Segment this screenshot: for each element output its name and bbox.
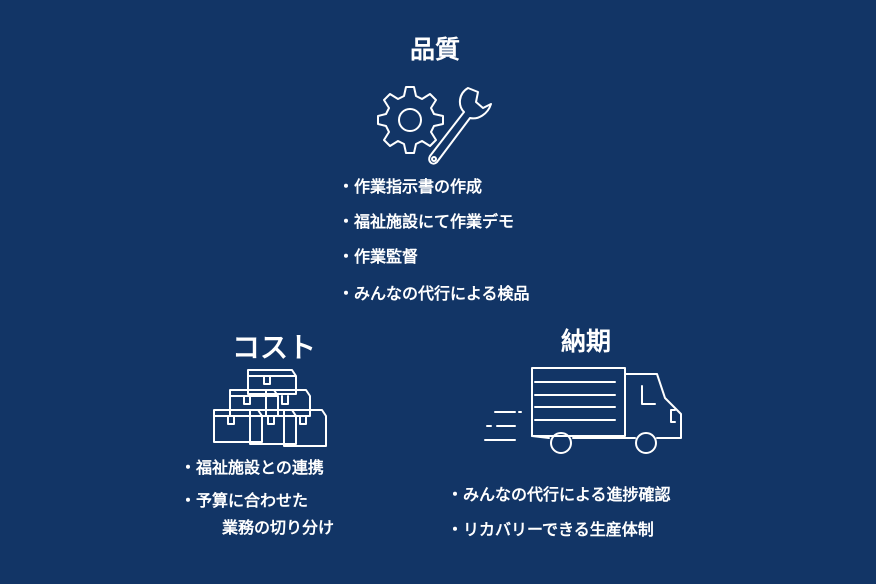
quality-item: ・作業監督 [338,247,419,266]
quality-item: ・福祉施設にて作業デモ [338,212,515,231]
gear-wrench-icon [377,86,492,165]
cost-item: ・福祉施設との連携 [180,458,324,477]
quality-item: ・みんなの代行による検品 [338,284,530,303]
delivery-title: 納期 [561,327,612,356]
quality-item: ・作業指示書の作成 [338,177,483,196]
cost-item: 業務の切り分け [222,518,335,537]
quality-title: 品質 [410,35,461,64]
delivery-item: ・リカバリーできる生産体制 [447,520,654,539]
cost-title: コスト [232,331,317,364]
cost-item: ・予算に合わせた [180,491,309,510]
delivery-item: ・みんなの代行による進捗確認 [447,485,671,504]
boxes-icon [213,369,327,447]
truck-icon [484,367,682,454]
